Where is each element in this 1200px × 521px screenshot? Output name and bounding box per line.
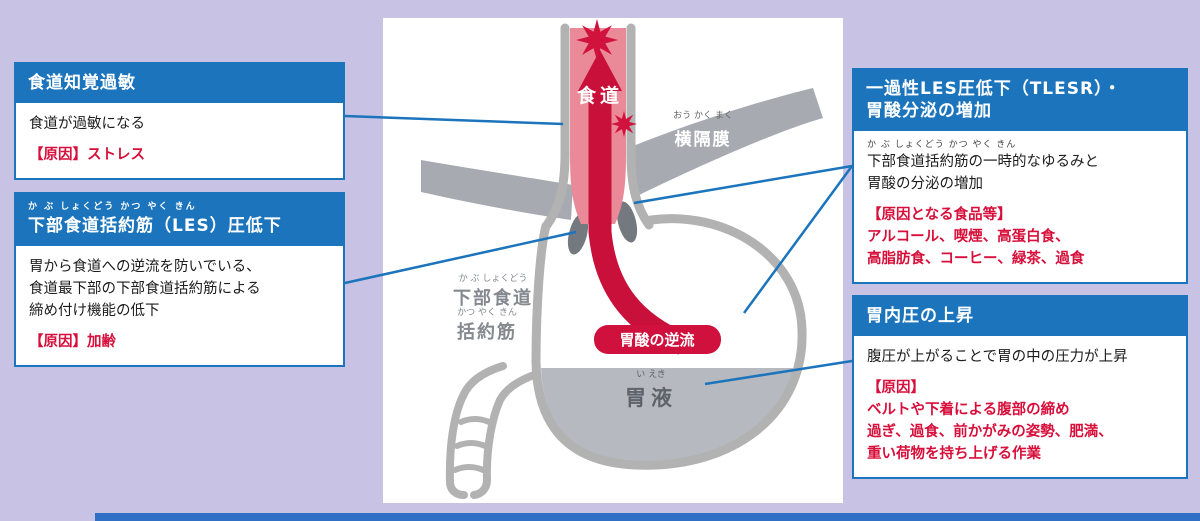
diaphragm-furigana: おう かく まく <box>673 110 733 121</box>
callout-body: 胃から食道への逆流を防いでいる、 食道最下部の下部食道括約筋による 締め付け機能… <box>16 246 343 365</box>
callout-title-line: 一過性LES圧低下（TLESR）・ <box>866 79 1122 99</box>
les-knob-right <box>616 201 638 243</box>
body-line: 腹圧が上がることで胃の中の圧力が上昇 <box>867 349 1128 366</box>
esophagus-label: 食道 <box>577 84 623 107</box>
gastric-juice-label: 胃液 <box>625 386 677 410</box>
duodenum-fold-3 <box>452 464 486 473</box>
anatomy-panel: 胃酸の逆流 食道 おう かく まく 横隔膜 か ぶ しょくどう 下部食道 かつ … <box>383 18 843 503</box>
callout-body: か ぶ しょくどう かつ やく きん 下部食道括約筋の一時的なゆるみと 胃酸の分… <box>854 131 1186 282</box>
callout-header: 胃内圧の上昇 <box>854 297 1186 337</box>
cause-line: ベルトや下着による腹部の締め <box>867 402 1070 419</box>
bottom-accent-bar <box>95 513 1200 521</box>
cause-heading: 【原因となる食品等】 <box>867 207 1012 224</box>
callout-les-pressure-drop: か ぶ しょくどう かつ やく きん 下部食道括約筋（LES）圧低下 胃から食道… <box>14 192 345 367</box>
reflux-arrow-head <box>578 50 622 91</box>
les-furigana-top: か ぶ しょくどう <box>459 273 528 284</box>
body-line: 胃酸の分泌の増加 <box>867 176 983 193</box>
callout-body: 腹圧が上がることで胃の中の圧力が上昇 【原因】 ベルトや下着による腹部の締め 過… <box>854 336 1186 477</box>
cause-heading: 【原因】 <box>867 380 925 397</box>
diaphragm-label: 横隔膜 <box>675 129 732 150</box>
les-label-top: 下部食道 <box>453 287 533 309</box>
irritation-burst-small <box>611 111 637 137</box>
callout-title: 食道知覚過敏 <box>28 73 136 93</box>
callout-title: 胃内圧の上昇 <box>866 306 974 326</box>
duodenum-fold-2 <box>454 440 488 449</box>
body-furigana: か ぶ しょくどう かつ やく きん <box>867 140 1017 151</box>
gastric-fluid <box>541 368 797 465</box>
callout-title-furigana: か ぶ しょくどう かつ やく きん <box>28 202 197 212</box>
callout-title-line: 胃酸分泌の増加 <box>866 101 992 122</box>
duodenum-wall-left <box>445 362 507 499</box>
cause-line: アルコール、喫煙、高蛋白食、 <box>867 229 1070 246</box>
cause-line: 【原因】加齢 <box>29 333 116 350</box>
les-label-bottom: 括約筋 <box>457 321 517 343</box>
duodenum-wall-right <box>470 370 541 499</box>
esophagus-wall-left <box>542 23 570 230</box>
stomach-diagram: 胃酸の逆流 食道 おう かく まく 横隔膜 か ぶ しょくどう 下部食道 かつ … <box>421 19 823 499</box>
body-line: 胃から食道への逆流を防いでいる、 <box>29 258 261 275</box>
callout-esophageal-hypersensitivity: 食道知覚過敏 食道が過敏になる 【原因】ストレス <box>14 62 345 181</box>
body-line: 食道最下部の下部食道括約筋による <box>29 280 261 297</box>
cause-line: 高脂肪食、コーヒー、緑茶、過食 <box>867 251 1085 268</box>
reflux-badge-label: 胃酸の逆流 <box>619 331 694 349</box>
body-line: 食道が過敏になる <box>29 116 145 133</box>
body-line: 締め付け機能の低下 <box>29 302 160 319</box>
body-line: 下部食道括約筋の一時的なゆるみと <box>867 154 1099 171</box>
callout-header: か ぶ しょくどう かつ やく きん 下部食道括約筋（LES）圧低下 <box>16 194 343 246</box>
callout-tlesr-acid-increase: 一過性LES圧低下（TLESR）・ 胃酸分泌の増加 か ぶ しょくどう かつ や… <box>852 68 1188 285</box>
cause-line: 過ぎ、過食、前かがみの姿勢、肥満、 <box>867 424 1113 441</box>
callout-title: 下部食道括約筋（LES）圧低下 <box>28 215 282 236</box>
cause-line: 【原因】ストレス <box>29 147 145 164</box>
callout-body: 食道が過敏になる 【原因】ストレス <box>16 103 343 178</box>
gastric-juice-furigana: い えき <box>636 369 666 380</box>
callout-header: 食道知覚過敏 <box>16 64 343 104</box>
reflux-badge <box>594 325 721 354</box>
irritation-burst-large <box>576 19 618 61</box>
les-furigana-bottom: かつ やく きん <box>457 307 517 318</box>
esophagus-wall-right <box>626 23 654 230</box>
callout-header: 一過性LES圧低下（TLESR）・ 胃酸分泌の増加 <box>854 70 1186 132</box>
diaphragm-left-band <box>421 160 573 220</box>
cause-line: 重い荷物を持ち上げる作業 <box>867 446 1041 463</box>
callout-gastric-pressure-rise: 胃内圧の上昇 腹圧が上がることで胃の中の圧力が上昇 【原因】 ベルトや下着による… <box>852 295 1188 480</box>
duodenum-fold-1 <box>458 416 492 425</box>
